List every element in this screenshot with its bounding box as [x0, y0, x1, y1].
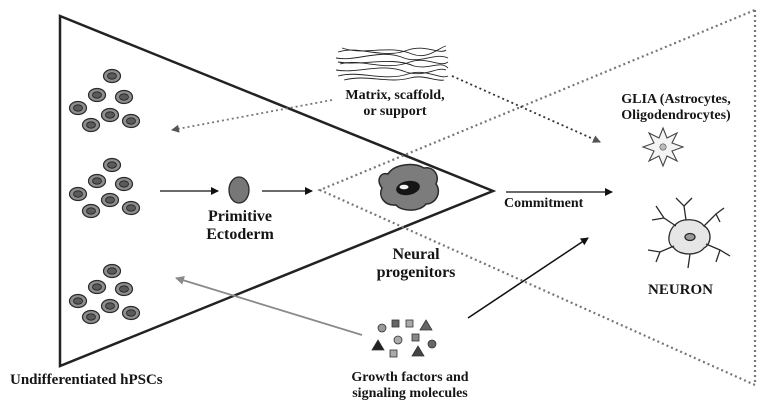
neural-progenitor-icon	[378, 163, 440, 211]
ectoderm-cell-icon	[228, 176, 250, 204]
neural-progenitors-line-1: Neural	[392, 246, 440, 263]
glia-label: GLIA (Astrocytes, Oligodendrocytes)	[598, 92, 754, 124]
matrix-line-2: or support	[363, 104, 427, 120]
neuron-icon	[647, 197, 731, 269]
stem-cell-cluster-bottom	[68, 263, 141, 325]
matrix-label: Matrix, scaffold, or support	[330, 88, 460, 120]
scaffold-to-glia-arrow	[451, 75, 601, 143]
neuron-label: NEURON	[648, 282, 714, 298]
glia-cell-icon	[641, 126, 685, 168]
hpsc-triangle	[58, 14, 497, 368]
factors-to-stem-arrow	[175, 276, 363, 336]
undifferentiated-label: Undifferentiated hPSCs	[10, 372, 163, 388]
stem-cell-cluster-top	[68, 68, 141, 133]
primitive-ectoderm-line-2: Ectoderm	[206, 226, 274, 244]
matrix-line-1: Matrix, scaffold,	[345, 88, 445, 103]
growth-factors-label: Growth factors and signaling molecules	[340, 370, 480, 402]
neural-progenitors-line-2: progenitors	[376, 264, 456, 282]
commitment-label: Commitment	[504, 196, 584, 211]
primitive-ectoderm-label: Primitive Ectoderm	[192, 208, 288, 245]
growth-factors-line-2: signaling molecules	[352, 386, 468, 402]
primitive-ectoderm-line-1: Primitive	[208, 208, 272, 225]
factors-to-neuron-arrow	[467, 237, 589, 319]
scaffold-to-stem-arrow	[171, 99, 333, 133]
neural-progenitors-label: Neural progenitors	[366, 246, 466, 283]
stem-cell-cluster-middle	[68, 157, 141, 219]
scaffold-fiber-icon	[335, 45, 449, 81]
glia-line-1: GLIA (Astrocytes,	[621, 92, 731, 107]
growth-factors-line-1: Growth factors and	[351, 370, 469, 385]
glia-line-2: Oligodendrocytes)	[621, 108, 731, 124]
molecule-shapes-icon	[371, 319, 437, 358]
